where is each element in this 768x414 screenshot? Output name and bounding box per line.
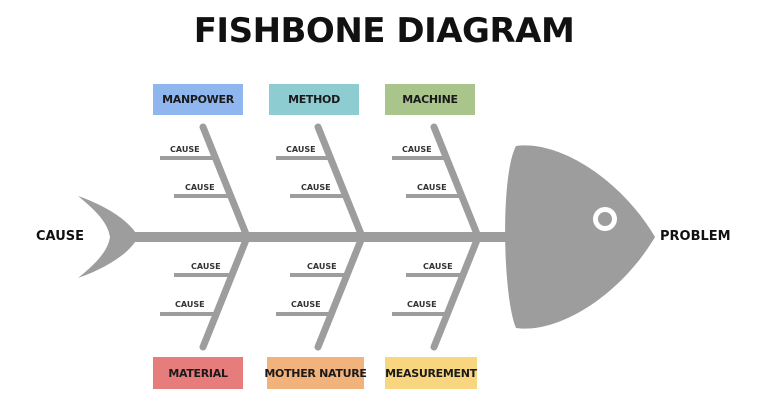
fish-eye-pupil	[598, 212, 612, 226]
cause-label: CAUSE	[175, 300, 205, 309]
cause-label: CAUSE	[185, 183, 215, 192]
cause-label: CAUSE	[423, 262, 453, 271]
cause-side-label: CAUSE	[36, 229, 85, 244]
category-measurement: MEASUREMENT	[385, 357, 477, 389]
cause-label: CAUSE	[191, 262, 221, 271]
bone-manpower	[199, 123, 250, 238]
bone-mother-nature	[314, 236, 365, 351]
category-manpower: MANPOWER	[153, 84, 243, 115]
cause-label: CAUSE	[417, 183, 447, 192]
cause-label: CAUSE	[407, 300, 437, 309]
page-title: FISHBONE DIAGRAM	[193, 11, 575, 51]
category-machine: MACHINE	[385, 84, 475, 115]
bone-material	[199, 236, 250, 351]
category-mother-nature: MOTHER NATURE	[264, 357, 367, 389]
category-method: METHOD	[269, 84, 359, 115]
fish-tail	[78, 196, 138, 278]
cause-label: CAUSE	[291, 300, 321, 309]
cause-label: CAUSE	[286, 145, 316, 154]
cause-label: CAUSE	[170, 145, 200, 154]
bone-measurement	[430, 236, 481, 351]
cause-label: CAUSE	[307, 262, 337, 271]
cause-label: CAUSE	[402, 145, 432, 154]
bone-method	[314, 123, 365, 238]
fish-head	[505, 145, 655, 329]
fish-spine	[128, 232, 523, 242]
cause-label: CAUSE	[301, 183, 331, 192]
bone-machine	[430, 123, 481, 238]
problem-label: PROBLEM	[660, 229, 731, 244]
category-material: MATERIAL	[153, 357, 243, 389]
